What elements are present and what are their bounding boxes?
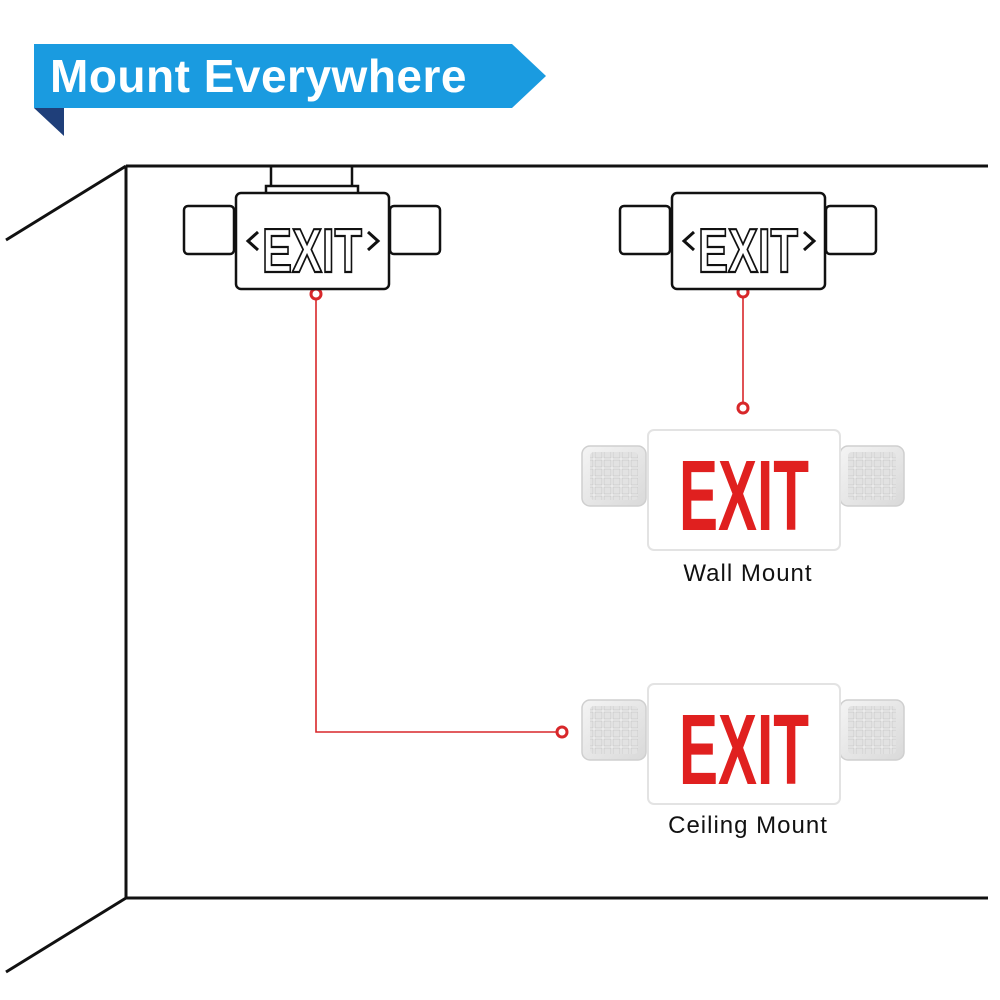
exit-sign-wall-mount: EXIT [581, 429, 905, 552]
sign-housing [647, 429, 841, 551]
left-floor-edge [5, 896, 127, 974]
banner-title: Mount Everywhere [50, 50, 467, 102]
chevron-left-icon [245, 230, 260, 252]
outline-lamp-left [618, 204, 672, 256]
outline-sign-ceiling: EXIT [182, 166, 442, 291]
title-banner [34, 44, 546, 136]
connectors [315, 292, 744, 733]
lamp-lens-left [590, 452, 638, 500]
outline-lamp-right [824, 204, 878, 256]
ceiling-connector-dot-top [309, 287, 323, 301]
outline-exit-text: EXIT [698, 217, 798, 286]
room-outline [5, 164, 988, 974]
outline-sign-wall: EXIT [618, 191, 878, 291]
ceiling-connector-dot-end [555, 725, 569, 739]
outline-sign-body [234, 191, 391, 291]
chevron-right-icon [366, 230, 381, 252]
ceiling-mount-label: Ceiling Mount [668, 812, 828, 839]
lamp-lens-left [590, 706, 638, 754]
lamp-lens-right [848, 706, 896, 754]
outline-sign-body [670, 191, 827, 291]
outline-lamp-right [388, 204, 442, 256]
lamp-lens-right [848, 452, 896, 500]
outline-lamp-left [182, 204, 236, 256]
chevron-left-icon [681, 230, 696, 252]
chevron-right-icon [802, 230, 817, 252]
sign-housing [647, 683, 841, 805]
outline-exit-text: EXIT [262, 217, 362, 286]
red-exit-text: EXIT [679, 440, 809, 552]
wall-mount-label: Wall Mount [683, 560, 813, 587]
ceiling-connector-line [315, 294, 562, 733]
left-ceiling-edge [5, 164, 127, 242]
banner-fold-shadow [34, 108, 64, 136]
exit-sign-ceiling-mount: EXIT [581, 683, 905, 806]
red-exit-text: EXIT [679, 694, 809, 806]
banner-ribbon [34, 44, 546, 108]
wall-connector-dot-end [736, 401, 750, 415]
